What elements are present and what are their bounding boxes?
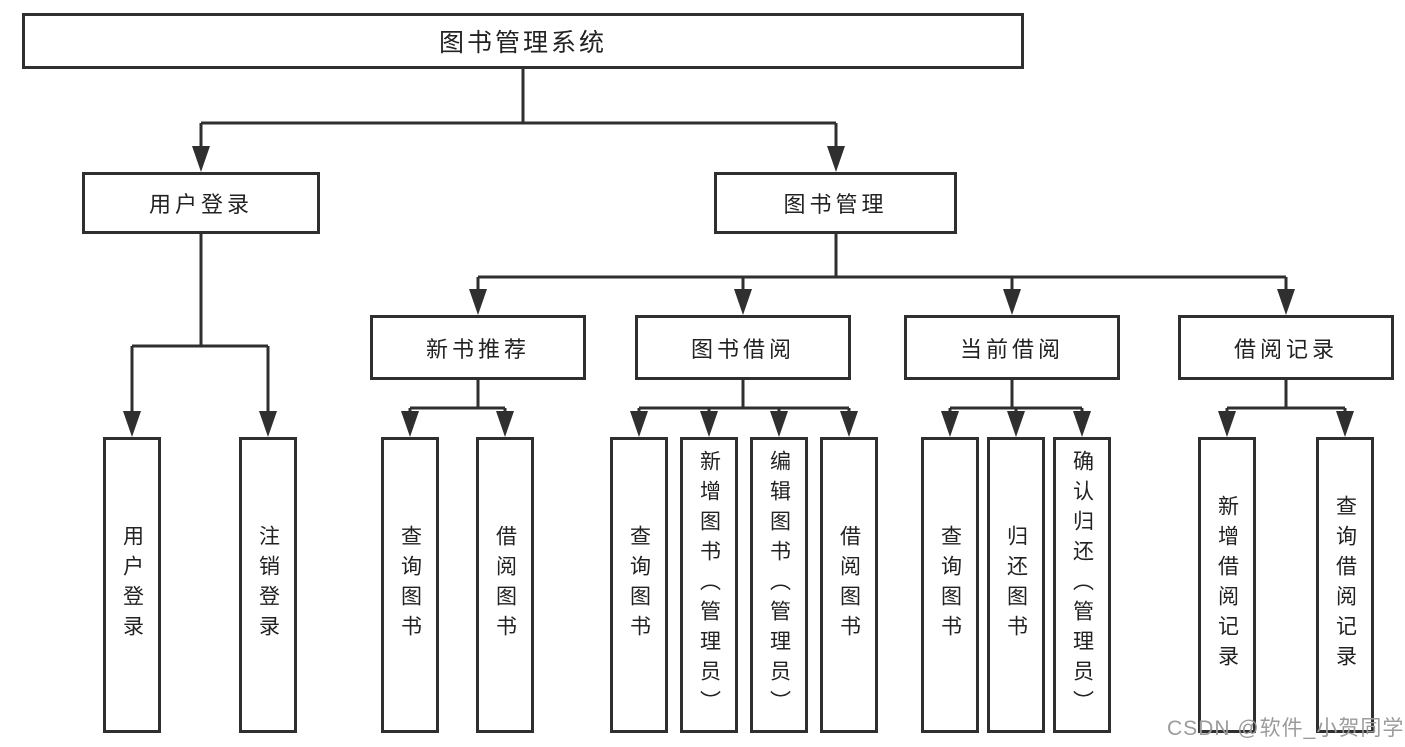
- leaf-borrow-books-borrow: 借阅图书: [820, 437, 878, 733]
- leaf-add-book-admin-label: 新增图书（管理员）: [697, 450, 721, 720]
- leaf-edit-book-admin-label: 编辑图书（管理员）: [767, 450, 791, 720]
- leaf-confirm-return-admin-label: 确认归还（管理员）: [1070, 450, 1094, 720]
- leaf-add-book-admin: 新增图书（管理员）: [680, 437, 738, 733]
- leaf-logout-label: 注销登录: [256, 525, 280, 645]
- edge-userlogin-leaves: [130, 234, 270, 413]
- leaf-query-books-borrow-label: 查询图书: [627, 525, 651, 645]
- leaf-query-books-borrow: 查询图书: [610, 437, 668, 733]
- edge-root-level2: [199, 69, 838, 148]
- node-borrow-records: 借阅记录: [1178, 315, 1394, 380]
- edge-bookmgmt-level3: [476, 234, 1288, 291]
- leaf-add-borrow-record: 新增借阅记录: [1198, 437, 1256, 733]
- leaf-query-books-recommend-label: 查询图书: [398, 525, 422, 645]
- leaf-add-borrow-record-label: 新增借阅记录: [1215, 495, 1239, 675]
- leaf-query-books-current: 查询图书: [921, 437, 979, 733]
- node-new-book-recommend: 新书推荐: [370, 315, 586, 380]
- node-book-management: 图书管理: [714, 172, 957, 234]
- node-current-borrow: 当前借阅: [904, 315, 1120, 380]
- node-book-borrow: 图书借阅: [635, 315, 851, 380]
- node-root: 图书管理系统: [22, 13, 1024, 69]
- leaf-borrow-books-recommend: 借阅图书: [476, 437, 534, 733]
- leaf-borrow-books-recommend-label: 借阅图书: [493, 525, 517, 645]
- node-user-login: 用户登录: [82, 172, 320, 234]
- edge-level3-leaves: [408, 380, 1347, 413]
- leaf-query-borrow-record: 查询借阅记录: [1316, 437, 1374, 733]
- leaf-query-books-current-label: 查询图书: [938, 525, 962, 645]
- leaf-query-borrow-record-label: 查询借阅记录: [1333, 495, 1357, 675]
- leaf-confirm-return-admin: 确认归还（管理员）: [1053, 437, 1111, 733]
- leaf-return-books: 归还图书: [987, 437, 1045, 733]
- leaf-user-login-label: 用户登录: [120, 525, 144, 645]
- leaf-query-books-recommend: 查询图书: [381, 437, 439, 733]
- leaf-logout: 注销登录: [239, 437, 297, 733]
- csdn-watermark: CSDN @软件_小贺同学: [1167, 717, 1405, 740]
- leaf-return-books-label: 归还图书: [1004, 525, 1028, 645]
- leaf-edit-book-admin: 编辑图书（管理员）: [750, 437, 808, 733]
- leaf-user-login: 用户登录: [103, 437, 161, 733]
- leaf-borrow-books-borrow-label: 借阅图书: [837, 525, 861, 645]
